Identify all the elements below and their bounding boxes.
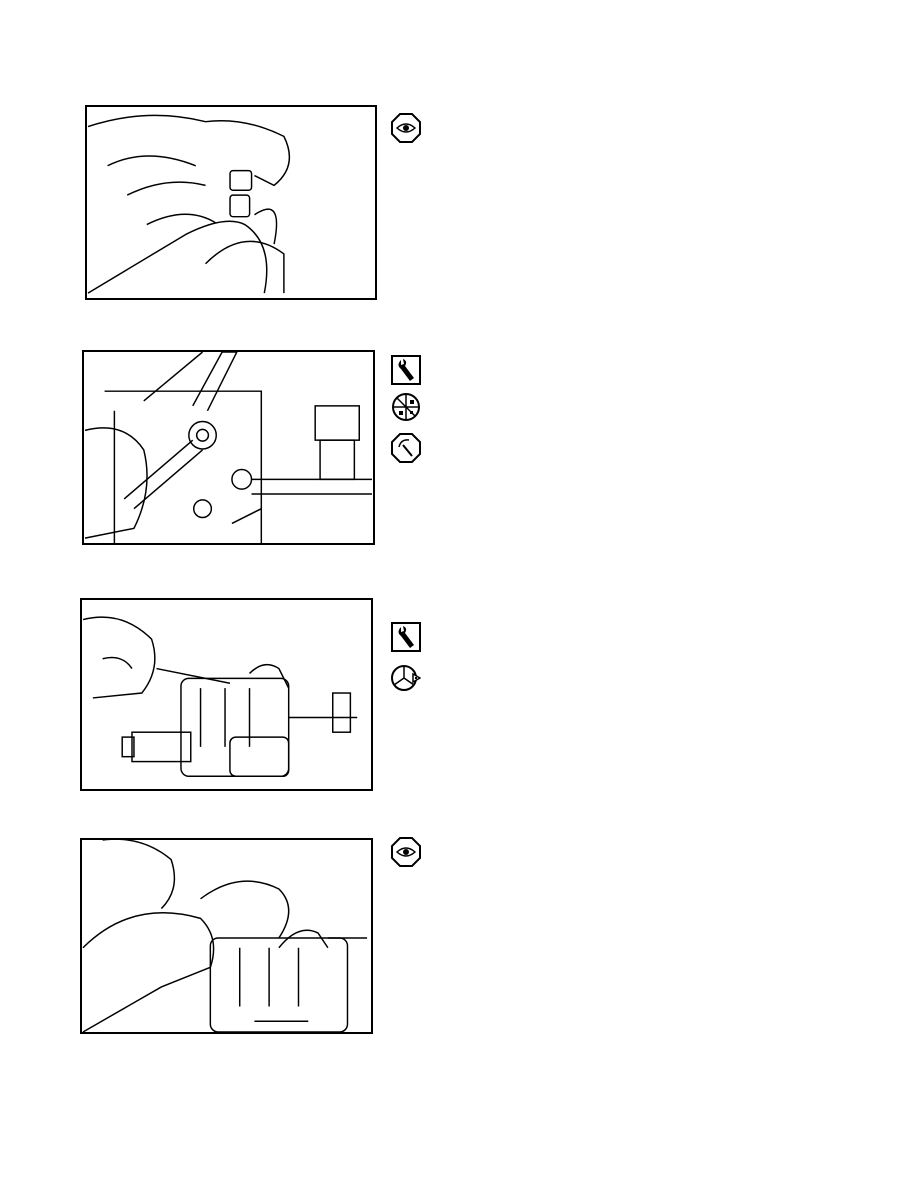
wrench-icon [391, 622, 421, 652]
figure-2-wrench-on-pump [82, 350, 375, 545]
figure-4-inspect-pump [80, 838, 373, 1034]
figure-1-hands-fitting-part [85, 105, 377, 300]
disassemble-icon [391, 392, 421, 422]
inspect-eye-icon [391, 837, 421, 867]
assemble-icon [391, 663, 421, 693]
figure-3-pump-adjustment [80, 598, 373, 791]
inspect-eye-icon [391, 113, 421, 143]
clean-brush-icon [391, 433, 421, 463]
wrench-icon [391, 355, 421, 385]
